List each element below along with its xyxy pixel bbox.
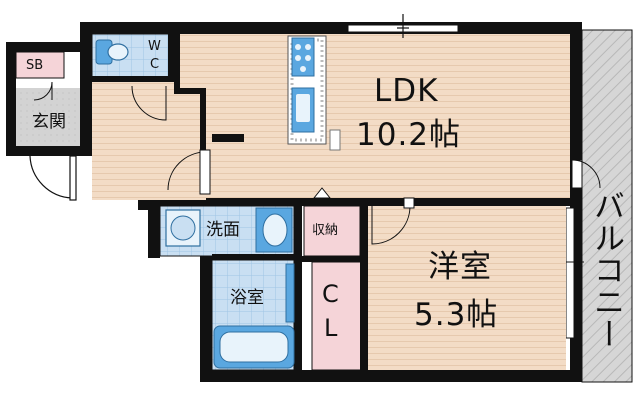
bathroom-label: 浴室 [230,288,264,308]
bathtub-icon [213,325,295,369]
balcony-label: バルコニー [588,190,624,350]
washroom-label: 洗面 [206,220,240,240]
entrance-floor [16,88,80,146]
storage-label: 収納 [312,223,339,238]
western-room-floor [368,206,566,370]
storage-closet [303,205,361,257]
western-door-swing-icon [371,205,411,245]
ldk-door-swing-icon [167,151,207,191]
stove-icon [291,37,315,77]
shoe-box [15,51,65,79]
wc-door-swing-icon [131,85,167,121]
balcony [581,29,633,383]
western-room-name: 洋室 [428,249,492,285]
top-window [347,14,459,38]
ldk-floor [174,34,570,200]
cl-closet [311,261,363,371]
balcony-door-swing-icon [571,159,601,189]
ldk-size: 10.2帖 [356,117,462,153]
ldk-name: LDK [374,73,439,109]
western-room-size: 5.3帖 [414,297,499,333]
sb-label: SB [26,58,44,73]
closet-label-l: L [324,314,339,342]
sink-icon [291,87,315,133]
toilet-icon [95,39,129,65]
closet-label-c: C [322,280,340,308]
entrance-door-swing-icon [29,155,73,199]
wc-label-w: W [148,39,161,54]
washing-machine-icon [165,209,201,247]
entrance-label: 玄関 [32,112,66,132]
wc-label-c: C [150,57,160,72]
vanity-sink-icon [255,207,293,253]
